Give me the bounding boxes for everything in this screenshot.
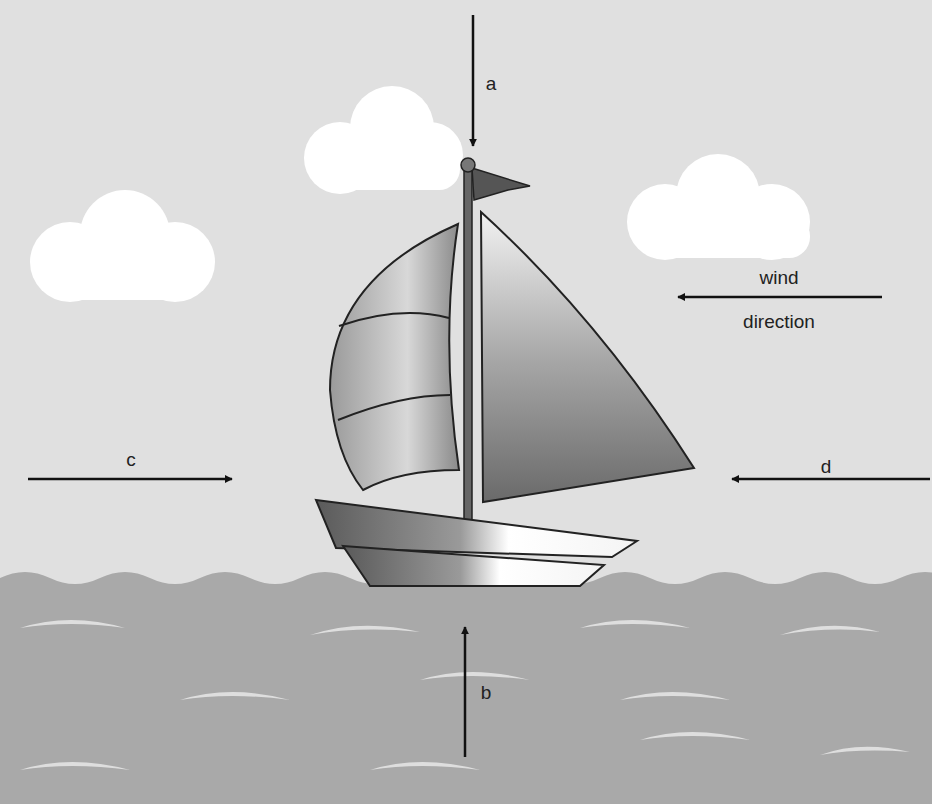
wind-arrow: [678, 296, 882, 299]
arrow-c: [28, 478, 232, 481]
arrow-label: d: [821, 457, 832, 476]
arrow-label: b: [481, 683, 492, 702]
mast: [464, 168, 472, 530]
cloud: [627, 154, 810, 260]
arrow-label: direction: [743, 312, 815, 331]
mast-top: [461, 158, 475, 172]
arrow-label: c: [126, 450, 136, 469]
force-arrows: [28, 15, 930, 757]
spinnaker-sail: [330, 224, 459, 490]
arrow-label: a: [486, 74, 497, 93]
sea: [0, 572, 932, 804]
arrow-b: [464, 627, 467, 757]
sail-seam: [338, 395, 450, 420]
cloud: [304, 86, 463, 194]
arrow-a: [472, 15, 475, 146]
flag: [472, 168, 530, 200]
hull-lower: [343, 546, 604, 586]
main-sail: [481, 212, 694, 502]
sail-seam: [339, 313, 449, 326]
cloud: [30, 190, 215, 302]
wave-highlight: [20, 620, 910, 770]
arrow-d: [732, 478, 930, 481]
arrow-label: wind: [759, 268, 798, 287]
